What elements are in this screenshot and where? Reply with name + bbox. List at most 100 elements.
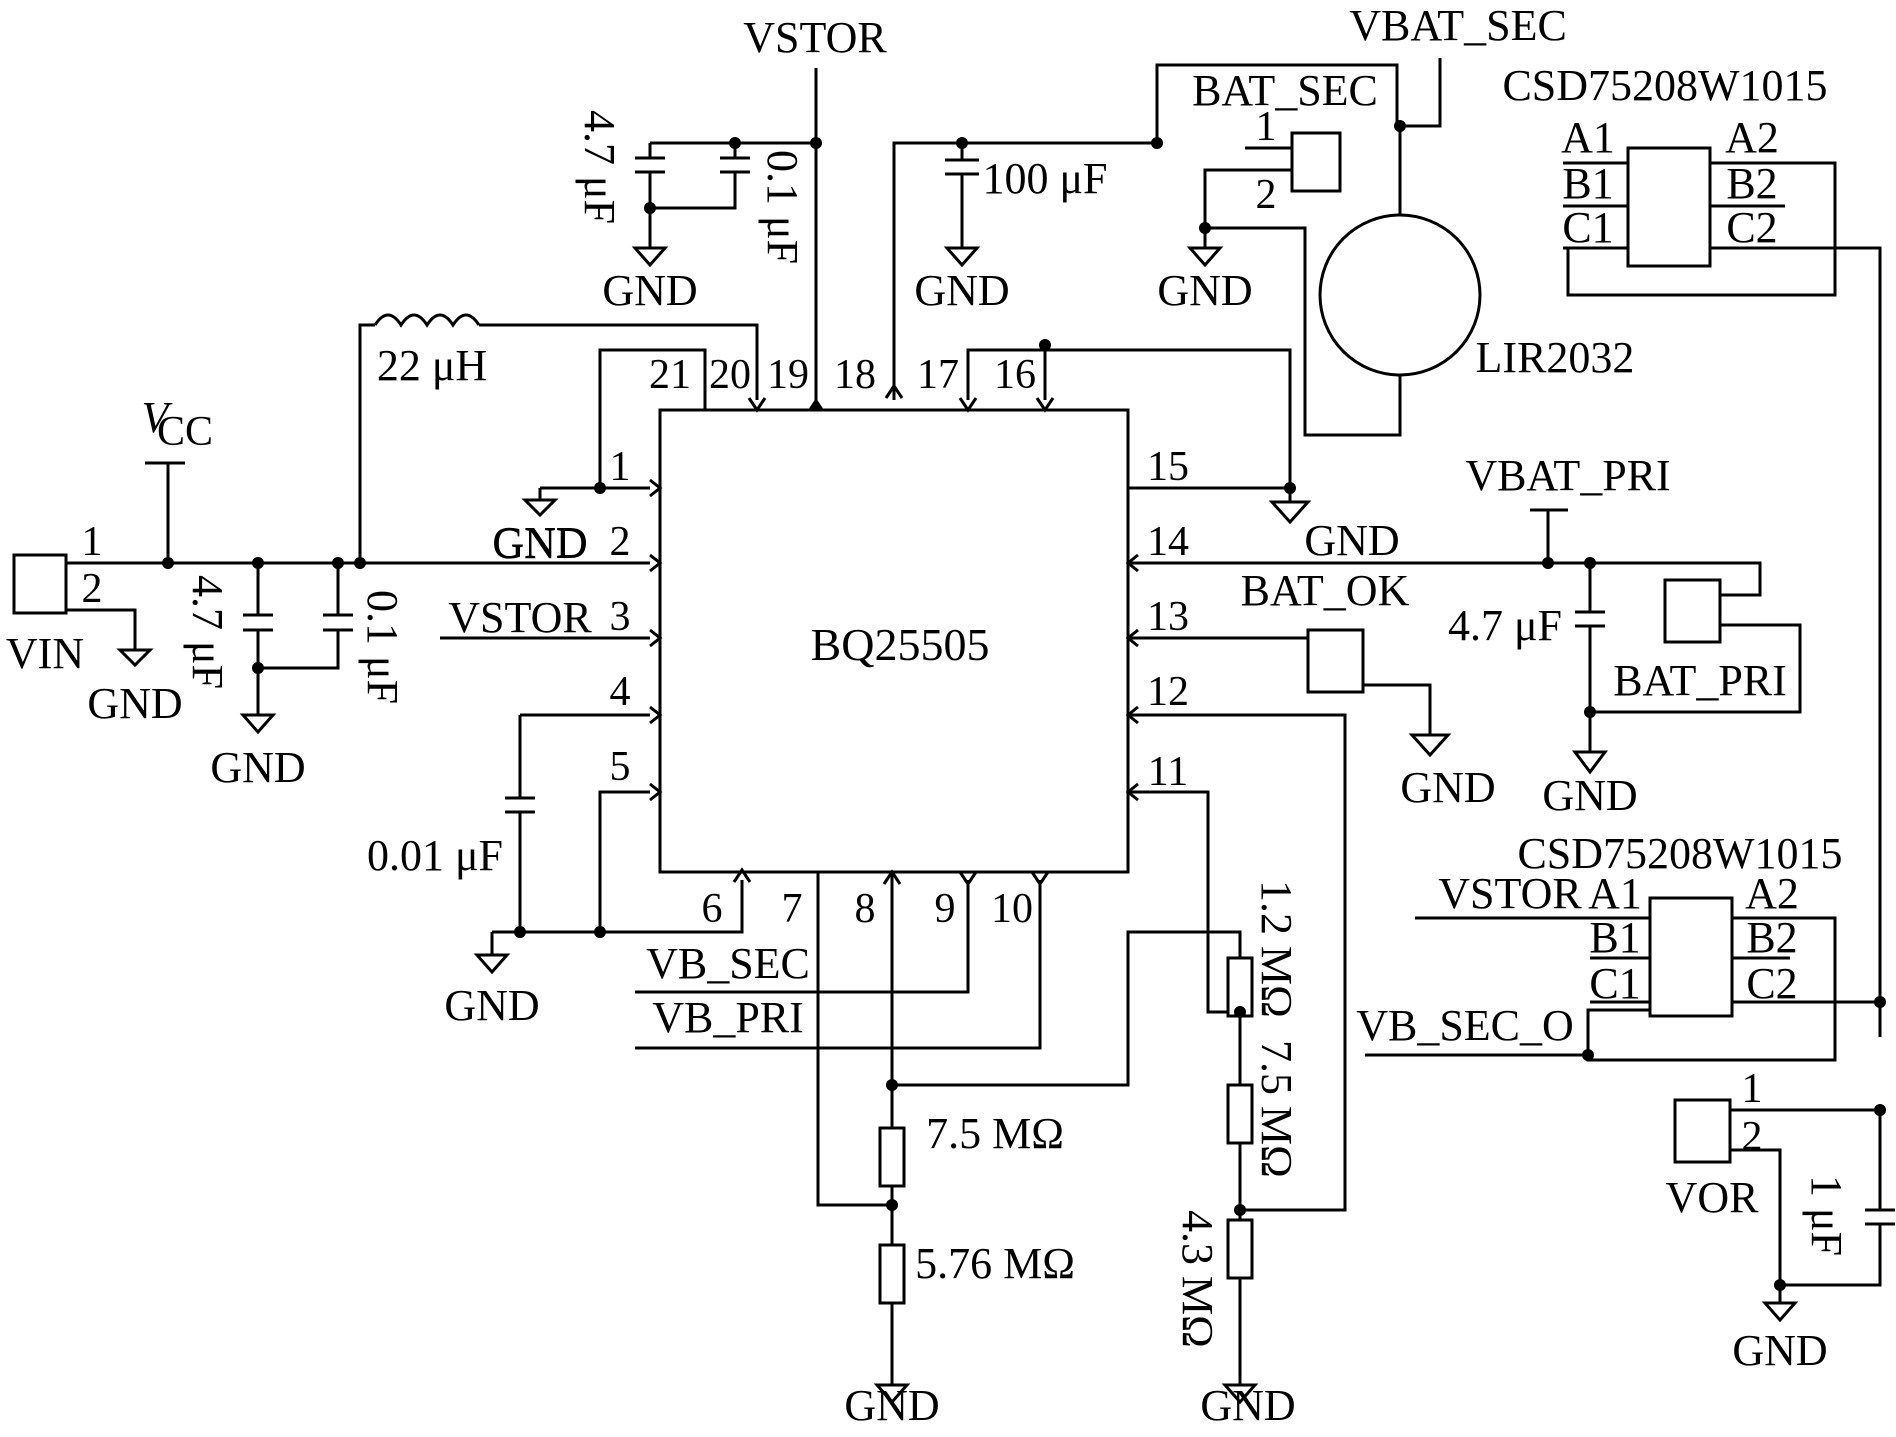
pin-4: 4: [610, 669, 631, 715]
gnd-bat-ok: GND: [1400, 763, 1495, 812]
pin-numbers: 1 2 3 4 5 6 7 8 9 10 11 12 13 14 15 16 1…: [610, 352, 1190, 932]
gnd-bat-sec: GND: [1157, 266, 1252, 315]
pin-11: 11: [1148, 749, 1188, 795]
r2-label: 5.76 MΩ: [915, 1239, 1075, 1288]
pin-18: 18: [834, 352, 876, 398]
cap-in-01: 0.1 μF: [358, 590, 407, 704]
q1-c1: C1: [1562, 203, 1613, 252]
bat-sec-pin1: 1: [1256, 104, 1277, 150]
pin-10: 10: [991, 886, 1033, 932]
gnd-right-divider: GND: [1200, 1381, 1295, 1430]
cap-out-label: 1 μF: [1802, 1175, 1851, 1256]
pin-16: 16: [994, 352, 1036, 398]
vor-pin1: 1: [1742, 1066, 1763, 1112]
pin-15: 15: [1147, 444, 1189, 490]
q2-c2: C2: [1746, 959, 1797, 1008]
gnd-bat-pri: GND: [1542, 771, 1637, 820]
r4-label: 7.5 MΩ: [1252, 1040, 1301, 1178]
gnd-left-divider: GND: [844, 1381, 939, 1430]
gnd-vin: GND: [87, 679, 182, 728]
bat-sec-label: BAT_SEC: [1192, 66, 1378, 115]
vin-pin2: 2: [82, 566, 103, 612]
gnd-pin1: GND: [492, 518, 587, 567]
q2-vstor-label: VSTOR: [1438, 869, 1582, 918]
vb-pri-label: VB_PRI: [652, 993, 804, 1042]
battery-label: LIR2032: [1476, 333, 1635, 382]
pin-12: 12: [1147, 669, 1189, 715]
resistor-divider-left: 7.5 MΩ 5.76 MΩ GND: [816, 869, 1242, 1430]
cap-top-47: 4.7 μF: [575, 110, 624, 224]
vstor-top-label: VSTOR: [743, 13, 887, 62]
gnd-pin6: GND: [444, 981, 539, 1030]
vbat-sec-net: VBAT_SEC LIR2032: [1318, 1, 1635, 382]
pin-8: 8: [855, 886, 876, 932]
q1-b1: B1: [1562, 159, 1613, 208]
pin-17: 17: [917, 352, 959, 398]
csd75208-top: CSD75208W1015 A1 B1 C1 A2 B2 C2: [1502, 61, 1882, 1037]
inductor-22uh: 22 μH: [358, 313, 767, 563]
pin-9: 9: [935, 886, 956, 932]
vor-connector: 1 2 VOR GND 1 μF: [1666, 1066, 1895, 1375]
q2-c1: C1: [1589, 959, 1640, 1008]
vin-label: VIN: [6, 629, 84, 678]
vbat-pri-label: VBAT_PRI: [1465, 451, 1670, 500]
vor-label: VOR: [1666, 1173, 1760, 1222]
vstor-pin3-label: VSTOR: [448, 593, 592, 642]
vcc-label: V: [142, 393, 174, 442]
resistor-divider-right: 1.2 MΩ 7.5 MΩ 4.3 MΩ GND: [1125, 705, 1347, 1430]
r1-label: 7.5 MΩ: [926, 1109, 1064, 1158]
q1-a1: A1: [1561, 113, 1615, 162]
pin-6: 6: [702, 886, 723, 932]
vcc-net: V CC GND 4.7 μF 0.1 μF GND: [142, 393, 588, 792]
inductor-label: 22 μH: [377, 341, 487, 390]
q1-c2: C2: [1726, 203, 1777, 252]
vb-sec-label: VB_SEC: [646, 939, 810, 988]
bq25505-ic: BQ25505: [658, 408, 1130, 874]
q2-b2: B2: [1746, 913, 1797, 962]
bat-ok-label: BAT_OK: [1241, 566, 1410, 615]
pin-19: 19: [767, 352, 809, 398]
vstor-pin3: VSTOR: [440, 593, 663, 648]
cap-in-47: 4.7 μF: [183, 575, 232, 689]
pin-21: 21: [649, 352, 691, 398]
pin21-pin1-gnd: GND: [492, 348, 707, 567]
battery-lir2032: [1318, 213, 1482, 377]
gnd-pin2-label: GND: [492, 519, 587, 568]
q2-a2: A2: [1745, 869, 1799, 918]
pin-14: 14: [1147, 519, 1189, 565]
r3-label: 1.2 MΩ: [1252, 880, 1301, 1018]
pin-2: 2: [610, 519, 631, 565]
vstor-top-net: VSTOR GND 4.7 μF 0.1 μF: [575, 13, 887, 410]
pin-13: 13: [1147, 594, 1189, 640]
pin4-pin5-caps: GND 0.01 μF: [367, 705, 752, 1030]
pin-7: 7: [782, 886, 803, 932]
gnd-pin15: GND: [1304, 516, 1399, 565]
gnd-100uf: GND: [914, 266, 1009, 315]
q2-a1: A1: [1588, 869, 1642, 918]
pin18-100uf: 100 μF GND: [884, 63, 1399, 400]
cap-pri-label: 4.7 μF: [1448, 601, 1562, 650]
gnd-vor: GND: [1732, 1326, 1827, 1375]
pin-5: 5: [610, 744, 631, 790]
gnd-vin-caps: GND: [210, 743, 305, 792]
vin-pin1: 1: [82, 519, 103, 565]
ic-name: BQ25505: [811, 619, 990, 670]
q1-b2: B2: [1726, 159, 1777, 208]
vbat-pri-net: VBAT_PRI 4.7 μF BAT_PRI GND: [1125, 451, 1802, 820]
vor-pin2: 2: [1742, 1114, 1763, 1160]
cap-100uf-label: 100 μF: [982, 154, 1107, 203]
pin-1: 1: [610, 444, 631, 490]
bat-sec-connector: BAT_SEC 1 2 GND: [1157, 66, 1402, 437]
pin-3: 3: [610, 594, 631, 640]
q1-part-label: CSD75208W1015: [1502, 61, 1827, 110]
pin15-16-17-gnd: GND: [958, 339, 1400, 565]
q2-part-label: CSD75208W1015: [1517, 829, 1842, 878]
q1-a2: A2: [1725, 113, 1779, 162]
vcc-subscript: CC: [157, 409, 213, 455]
vbat-sec-label: VBAT_SEC: [1349, 1, 1567, 50]
pin-20: 20: [709, 352, 751, 398]
r5-label: 4.3 MΩ: [1173, 1210, 1222, 1348]
csd75208-bottom: CSD75208W1015 VSTOR A1 B1 C1 A2 B2 C2 VB…: [1356, 829, 1886, 1062]
bat-pri-label: BAT_PRI: [1613, 656, 1787, 705]
cap-top-01: 0.1 μF: [758, 150, 807, 264]
